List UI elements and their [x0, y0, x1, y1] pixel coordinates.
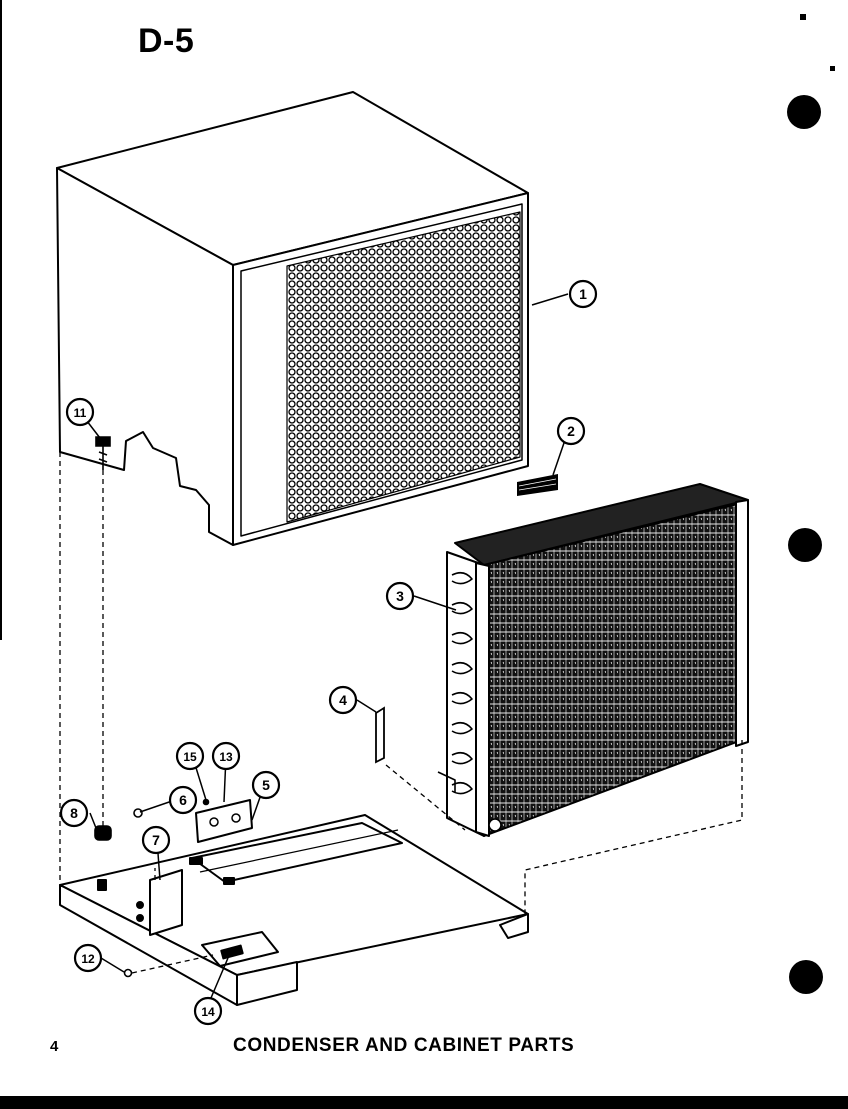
callout-label: 3: [396, 588, 404, 604]
footer-title: CONDENSER AND CABINET PARTS: [233, 1035, 575, 1056]
screw: [95, 436, 111, 470]
punch-hole-top: [787, 95, 821, 129]
callout-label: 5: [262, 777, 270, 793]
callout-label: 2: [567, 423, 575, 439]
base-pan-drawing: [59, 799, 529, 1006]
coil-right-flange: [735, 499, 749, 747]
label-plate-drawing: [517, 474, 558, 496]
support-bracket: [149, 869, 183, 936]
callout-circle: [193, 996, 223, 1026]
callout-support-bracket: 7: [141, 825, 171, 855]
punch-hole-middle: [788, 528, 822, 562]
callout-label-plate: 2: [556, 416, 586, 446]
callout-label: 6: [179, 792, 187, 808]
cabinet-drawing: [56, 91, 529, 546]
scan-mark: [830, 66, 835, 71]
coil-bracket: [375, 706, 385, 764]
callout-circle: [168, 785, 198, 815]
callout-label: 15: [183, 750, 197, 764]
callout-coil-bracket: 4: [328, 685, 358, 715]
callout-circle: [65, 397, 95, 427]
callout-base-pan-rail: 5: [251, 770, 281, 800]
callout-circle: [328, 685, 358, 715]
callout-circle: [211, 741, 241, 771]
callout-circle: [73, 943, 103, 973]
grommet: [94, 825, 112, 841]
page-number: 4: [50, 1038, 59, 1055]
punch-holes: [787, 14, 835, 994]
cabinet-front-frame: [240, 203, 523, 537]
callout-grommet: 8: [59, 798, 89, 828]
page-code: D-5: [138, 22, 195, 60]
callout-label: 7: [152, 832, 160, 848]
callout-label: 4: [339, 692, 347, 708]
cabinet-side-face: [56, 167, 234, 546]
coil-return-bends: [451, 571, 473, 795]
callout-label: 8: [70, 805, 78, 821]
base-pan-rail: [191, 822, 403, 883]
callout-circle: [385, 581, 415, 611]
hardware: [94, 436, 210, 978]
callout-clip: 15: [175, 741, 205, 771]
callout-label: 12: [81, 952, 95, 966]
washer: [123, 968, 133, 978]
callout-label: 13: [219, 750, 233, 764]
base-pan-end-tab: [499, 913, 529, 939]
nut: [133, 808, 143, 818]
callout-circle: [568, 279, 598, 309]
punch-hole-bottom: [789, 960, 823, 994]
callout-circle: [175, 741, 205, 771]
callout-label: 11: [74, 406, 87, 420]
callout-cabinet: 1: [568, 279, 598, 309]
callout-circle: [59, 798, 89, 828]
callout-shaft-support: 14: [193, 996, 223, 1026]
callout-circle: [141, 825, 171, 855]
callout-circle: [556, 416, 586, 446]
base-pan-right-lip: [236, 961, 298, 1006]
scan-mark: [800, 14, 806, 20]
callout-label: 14: [201, 1005, 215, 1019]
clip: [202, 798, 210, 806]
callout-condenser-coil: 3: [385, 581, 415, 611]
condenser-coil-drawing: [437, 483, 749, 837]
callout-mounting-plate: 13: [211, 741, 241, 771]
callout-label: 1: [579, 286, 587, 302]
callout-circle: [251, 770, 281, 800]
scan-bottom-edge: [0, 1096, 848, 1109]
coil-left-flange: [475, 562, 490, 837]
cabinet-perforated-grille: [286, 211, 521, 523]
callout-screw: 11: [65, 397, 95, 427]
scan-left-edge: [0, 0, 2, 640]
mounting-plate: [195, 799, 253, 843]
label-plate: [517, 474, 558, 496]
callout-washer: 12: [73, 943, 103, 973]
callout-nut: 6: [168, 785, 198, 815]
